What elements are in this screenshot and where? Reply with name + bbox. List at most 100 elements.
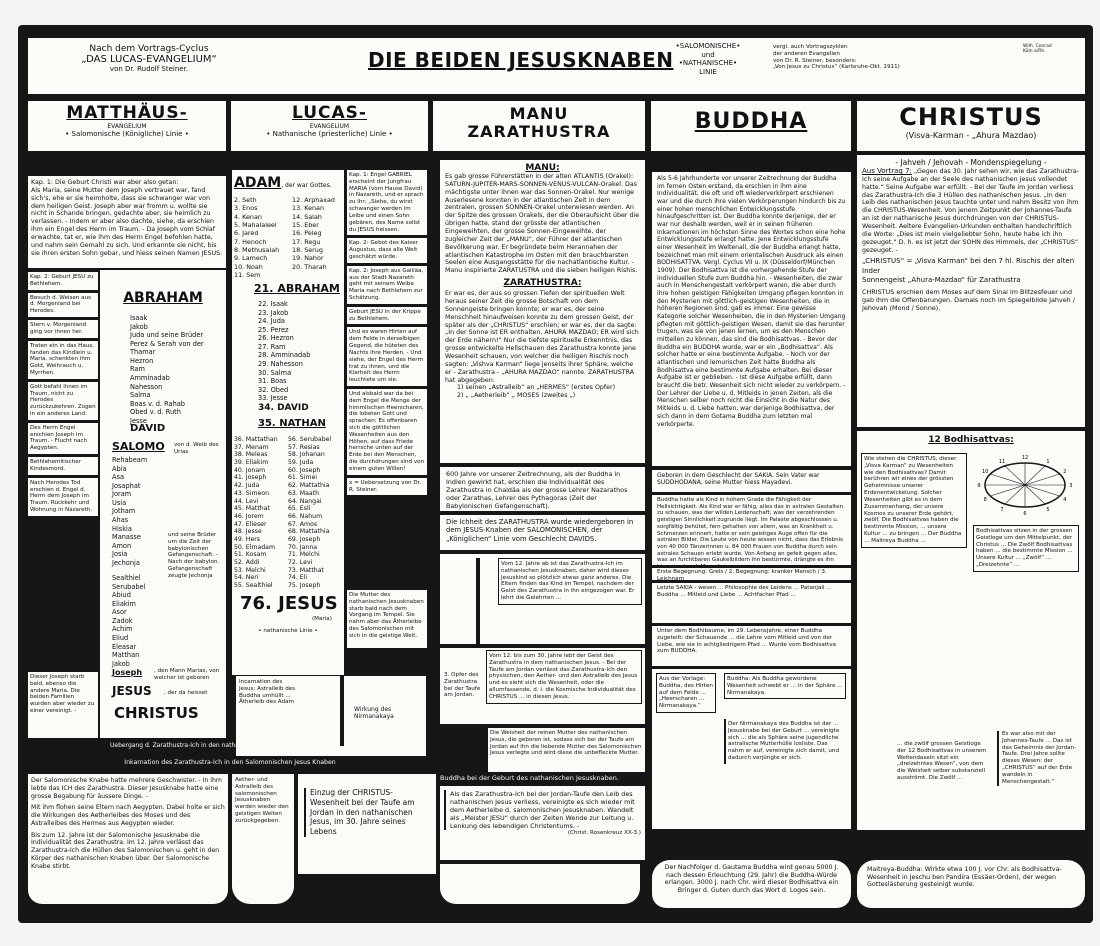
manu-section: MANU: Es gab grosse Führerstätten in der… [440,160,645,463]
matthaeus-side-note-text: Gott befahl ihnen im Traum, nicht zu Her… [30,383,96,417]
wheel-number: 1 [1046,459,1049,465]
jahve-heading: - Jahveh / Jehovah - Mondenspiegelung - [895,158,1047,167]
bodhisattvas-note: Bodhisattvas sitzen in der grossen Geist… [973,525,1079,572]
christus-label: CHRISTUS [114,704,199,722]
lucas-david-label: 34. DAVID [258,403,309,413]
jesus-note: , der da heisset [164,690,208,696]
mutter-note: Die Mutter des nathanischen Jesusknaben … [347,590,427,648]
wheel-number: 12 [1022,455,1028,461]
lucas-side-note: x = Uebersetzung von Dr. R. Steiner. [347,477,427,496]
wheel-number: 2 [1063,469,1066,475]
aether-astral-note: Aether- und Astralleib des salomonischen… [232,774,294,904]
david-label: DAVID [130,423,166,434]
salomon-knabe-text: Der Salomonische Knabe hatte mehrere Ges… [31,777,222,800]
einzug-note: Einzug der CHRISTUS-Wesenheit bei der Ta… [298,774,436,874]
nirmanakaya-note: Der Nirmanakaya des Buddha ist der ... J… [724,719,846,764]
matthaeus-title: MATTHÄUS- [66,103,188,123]
joseph-death-note: Dieser Joseph starb bald, ebenso die and… [28,672,98,738]
lucas-side-note: Kap. 1: Engel GABRIEL erscheint der Jung… [347,170,427,236]
matthaeus-side-note: Stern v. Morgenland ging vor ihnen her. [28,320,98,338]
maria-note: (Maria) [312,616,332,622]
vom12-section: Vom 12. Jahre ab ist das Zarathustra-Ich… [440,554,645,644]
jordan-note: Als das Zarathustra-Ich bei der Jordan-T… [440,786,645,860]
ichheit-text: Die Ichheit des ZARATHUSTRA wurde wieder… [446,518,634,543]
nathanic-line-label: • nathanische Linie • [258,628,318,634]
aether-astral-text: Aether- und Astralleib des salomonischen… [235,777,289,824]
abraham-label: ABRAHAM [123,290,203,306]
sakia2-note: Letzte SAKIA - wesen ... Philosophie des… [652,583,851,623]
matthaeus-line: • Salomonische (Königliche) Linie • [65,130,189,138]
matthaeus-side-note-text: Traten ein in das Haus, fanden das Kindl… [30,342,95,376]
lucas-side-note: Geburt JESU in der Krippe zu Bethlehem. [347,306,427,325]
zwoelf-text: Bis zum 12. Jahre ist der Salomonische J… [31,831,220,870]
wheel-text: Wie stehen die CHRISTUS, dieser „Visva K… [861,453,967,548]
ichheit-note: Die Ichheit des ZARATHUSTRA wurde wieder… [440,515,645,550]
begegnung-note: Erste Begegnung: Greis / 2. Begegnung: k… [652,568,851,580]
bodhibaum-text: Unter dem Bodhibaume, im 29. Lebensjahre… [657,628,836,655]
matthaeus-side-note: Nach Herodes Tod erschien d. Engel d. He… [28,477,98,516]
jechonja-note: und seine Brüder um die Zeit der babylon… [168,532,220,579]
genealogy-salomo-jechonja: Rehabeam Abia Asa Josaphat Joram Usia Jo… [112,456,148,567]
begegnung-text: Erste Begegnung: Greis / 2. Begegnung: k… [657,569,827,580]
buddha-kind-note: Buddha hatte als Kind in hohem Grade die… [652,495,851,565]
wheel-spoke [1024,465,1046,486]
lucas-side-note-text: Und alsbald war da bei dem Engel die Men… [349,390,425,472]
lucas-side-note-text: Kap. 2: Gebot des Kaiser Augustus, dass … [349,240,418,260]
matthaeus-sub: EVANGELIUM [107,123,147,130]
manu-text: Es gab grosse Führerstätten in der alten… [445,173,640,275]
genealogy-isaak-jesse: 22. Isaak 23. Jakob 24. Juda 25. Perez 2… [258,300,311,403]
page-title: DIE BEIDEN JESUSKNABEN [368,48,674,72]
vortrag-text: „Gegen das 30. Jahr sehen wir, wie das Z… [862,168,1079,254]
lucas-abraham-label: 21. ABRAHAM [254,282,340,295]
lucas-title: LUCAS- [292,103,367,123]
wheel-number: 10 [982,469,988,475]
genealogy-sealthiel-jakob: Sealthiel Serubabel Abiud Eliakim Asor Z… [112,574,146,668]
uebergang-label: Uebergang d. Zarathustra-Ich in den nath… [110,742,263,749]
genealogy-serubabel-joseph: 56. Serubabel 57. Resias 58. Johanan 59.… [288,436,332,590]
wheel-number: 11 [999,459,1005,465]
600-jahre-note: 600 Jahre vor unserer Zeitrechnung, als … [440,467,645,511]
wheel-number: 3 [1069,483,1072,489]
matthaeus-side-note-text: Des Herrn Engel erschien Joseph im Traum… [30,424,88,452]
sakia-note: Geboren in dem Geschlecht der SAKIA. Sei… [652,470,851,492]
jesus-label: JESUS [112,684,152,698]
matthaeus-side-note: Bethlehemitischer Kindesmord. [28,457,98,475]
genealogy-abraham-jesse: Isaak Jakob Juda und seine Brüder Perez … [130,314,204,425]
lucas-side-note: Kap. 2: Joseph aus Galiläa, aus der Stad… [347,265,427,304]
wheel-number: 4 [1063,497,1066,503]
reference-note: vergl. auch Vortragszyklen der anderen E… [773,44,900,71]
incarnation-box: Incarnation des Jesus: Astralleib des Bu… [236,676,426,756]
matthaeus-bottom-notes: Der Salomonische Knabe hatte mehrere Ges… [28,774,228,904]
matthaeus-side-note: Besuch d. Weisen aus d. Morgenland bei H… [28,292,98,318]
matthaeus-side-note-text: Kap. 2: Geburt JESU zu Bethlehem. [30,274,94,287]
matthaeus-side-note: Traten ein in das Haus, fanden das Kindl… [28,340,98,379]
adam-label: ADAM [234,175,282,191]
maitreya-note: Maitreya-Buddha: Wirkte etwa 100 J. vor … [857,860,1085,908]
buddha-geburt-label: Buddha bei der Geburt des nathanischen J… [440,774,648,784]
column-header-buddha: BUDDHA [651,101,851,151]
salomo-note: von d. Weib des Urias [174,442,219,455]
buddha-lower: Aus der Vorlage: Buddha, des Hirten auf … [652,669,851,829]
600-jahre-text: 600 Jahre vor unserer Zeitrechnung, als … [446,470,628,510]
column-header-lucas: LUCAS- EVANGELIUM • Nathanische (prieste… [231,101,428,151]
einzug-text: Einzug der CHRISTUS-Wesenheit bei der Ta… [304,788,430,837]
sakia2-text: Letzte SAKIA - wesen ... Philosophie des… [657,585,832,598]
arrow-up [476,558,480,644]
weisheit-mutter-text: Die Weisheit der reinen Mutter des natha… [490,730,642,757]
column-header-manu: MANU ZARATHUSTRA [433,101,645,151]
joseph-label: Joseph [112,668,143,677]
weisheit-mutter-note: Die Weisheit der reinen Mutter des natha… [488,728,645,772]
lucas-genealogy: ADAM, der war Gottes. 2. Seth 3. Enos 4.… [232,170,344,675]
jordan-ref: (Christ. Rosenkreuz XX-3.) [567,830,641,836]
matthaeus-side-note: Kap. 2: Geburt JESU zu Bethlehem. [28,272,98,290]
christus-sub: (Visva-Karman - „Ahura Mazdao) [905,131,1037,140]
buddha-kind-text: Buddha hatte als Kind in hohem Grade die… [657,497,844,565]
matthaeus-side-notes: Kap. 2: Geburt JESU zu Bethlehem. Besuch … [28,272,98,519]
lucas-side-note-text: Kap. 2: Joseph aus Galiläa, aus der Stad… [349,267,424,301]
wheel-number: 6 [1023,511,1026,517]
wheel-spoke [1024,484,1046,505]
source-author: von Dr. Rudolf Steiner. [109,65,189,73]
manu-title: MANU [509,104,569,123]
opfer-1: 1) seinen „Astralleib“ an „HERMES“ (erst… [457,384,616,392]
